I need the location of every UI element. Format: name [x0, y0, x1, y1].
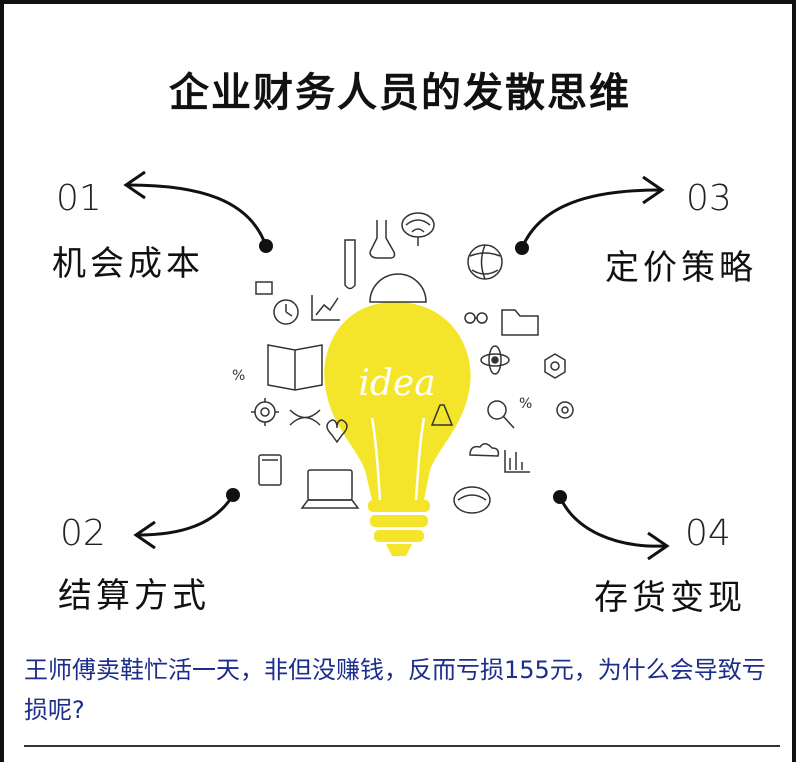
item-number-01: 01: [56, 178, 102, 219]
percent-icon: %%: [232, 368, 532, 412]
flask-icon: [369, 220, 396, 259]
item-number-04: 04: [685, 513, 731, 554]
bulb-idea-text: idea: [358, 363, 435, 404]
svg-text:%: %: [519, 396, 532, 412]
document-icon: [255, 281, 273, 295]
dna-icon: [289, 409, 321, 426]
brain-icon-2: [453, 486, 491, 514]
item-number-02: 02: [60, 513, 106, 554]
arrow-02: [133, 488, 240, 550]
gear-icon: [251, 398, 279, 426]
microscope-icon: [487, 400, 515, 429]
glasses-icon: [464, 312, 488, 324]
book-icon: [267, 344, 323, 391]
item-label-02: 结算方式: [58, 576, 210, 616]
lab-flask-icon: [430, 404, 454, 426]
svg-text:%: %: [232, 368, 245, 384]
item-number-03: 03: [686, 178, 732, 219]
alarm-clock-icon: [273, 299, 299, 325]
page-title: 企业财务人员的发散思维: [169, 70, 631, 116]
gear-icon-2: [556, 401, 574, 419]
arrow-04: [553, 490, 670, 561]
heart-icon: [326, 419, 348, 444]
protractor-icon: [369, 273, 427, 303]
folder-icon: [501, 309, 539, 336]
item-label-03: 定价策略: [605, 248, 757, 288]
arrow-01: [123, 170, 273, 253]
item-label-04: 存货变现: [594, 578, 746, 618]
arrow-03: [515, 175, 665, 255]
question-text: 王师傅卖鞋忙活一天，非但没赚钱，反而亏损155元，为什么会导致亏损呢?: [24, 656, 766, 724]
molecule-icon: [544, 353, 566, 379]
item-label-01: 机会成本: [52, 244, 204, 284]
globe-icon: [467, 244, 503, 280]
bar-chart-icon: [504, 450, 530, 473]
divider: [24, 745, 780, 747]
test-tube-icon: [344, 239, 356, 290]
cloud-icon: [469, 443, 500, 457]
lightbulb: idea: [324, 302, 471, 556]
laptop-icon: [300, 469, 360, 509]
atom-icon: [480, 345, 510, 375]
brain-icon: [401, 212, 435, 246]
calculator-icon: [258, 454, 282, 486]
line-chart-icon: [311, 295, 340, 321]
